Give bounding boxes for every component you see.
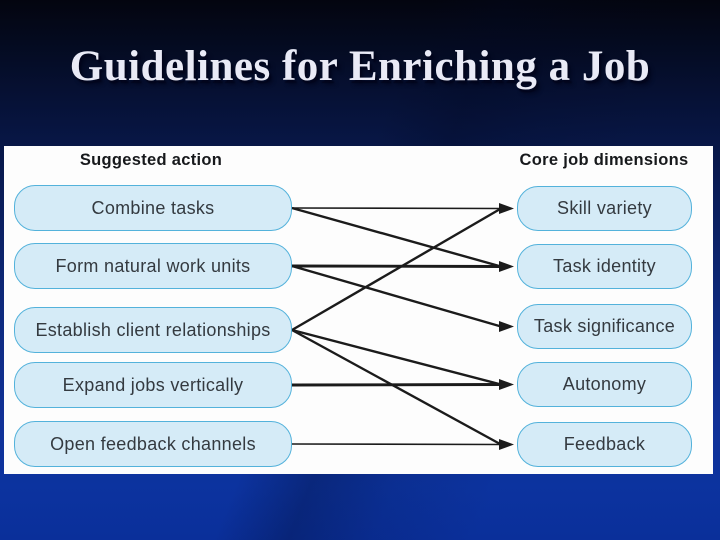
- arrow-form-natural-work-units-to-task-identity: [291, 264, 502, 268]
- arrowhead-feedback: [499, 439, 514, 450]
- connection-arrows: [291, 203, 514, 450]
- arrowhead-task-identity: [499, 261, 514, 272]
- slide-title: Guidelines for Enriching a Job: [69, 43, 651, 90]
- diagram-panel: Suggested action Core job dimensions Com…: [4, 146, 713, 474]
- action-box-combine-tasks: Combine tasks: [14, 185, 292, 231]
- arrow-open-feedback-channels-to-feedback: [291, 443, 502, 446]
- arrowhead-task-significance: [499, 321, 514, 332]
- arrow-combine-tasks-to-skill-variety: [291, 207, 502, 210]
- left-column-header: Suggested action: [79, 151, 223, 169]
- arrow-establish-client-relationships-to-feedback: [291, 328, 502, 446]
- arrow-establish-client-relationships-to-autonomy: [291, 328, 502, 386]
- dimension-box-task-significance: Task significance: [517, 304, 692, 349]
- action-box-establish-client-relationships: Establish client relationships: [14, 307, 292, 353]
- dimension-box-task-identity: Task identity: [517, 244, 692, 289]
- arrowhead-skill-variety: [499, 203, 514, 214]
- dimension-box-feedback: Feedback: [517, 422, 692, 467]
- action-box-expand-jobs-vertically: Expand jobs vertically: [14, 362, 292, 408]
- dimension-box-skill-variety: Skill variety: [517, 186, 692, 231]
- arrow-combine-tasks-to-task-identity: [291, 206, 502, 268]
- right-column-header: Core job dimensions: [519, 151, 689, 169]
- arrow-establish-client-relationships-to-skill-variety: [291, 207, 502, 332]
- arrow-expand-jobs-vertically-to-autonomy: [291, 383, 502, 387]
- arrow-form-natural-work-units-to-task-significance: [291, 264, 502, 328]
- arrowhead-autonomy: [499, 379, 514, 390]
- action-box-open-feedback-channels: Open feedback channels: [14, 421, 292, 467]
- action-box-form-natural-work-units: Form natural work units: [14, 243, 292, 289]
- dimension-box-autonomy: Autonomy: [517, 362, 692, 407]
